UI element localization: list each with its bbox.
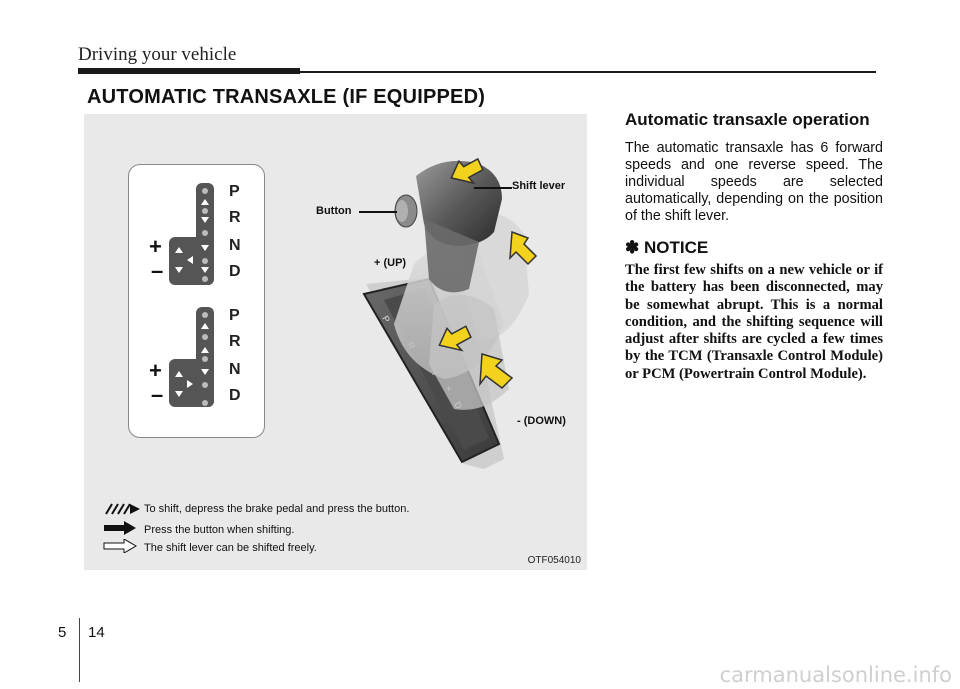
gear-label-n: N (229, 237, 241, 254)
gear-label-n: N (229, 361, 241, 378)
shift-pattern-panel: P R N D + – P R N D + – (128, 164, 265, 438)
shift-lever-illustration: P R N + D (362, 157, 538, 469)
header-title: Driving your vehicle (78, 44, 237, 65)
plus-sign: + (149, 358, 162, 383)
down-label: - (DOWN) (517, 415, 566, 427)
button-leader (359, 211, 397, 213)
watermark: carmanualsonline.info (719, 663, 952, 687)
shift-lever-label: Shift lever (512, 180, 566, 192)
outline-arrow-icon (103, 539, 137, 553)
minus-sign: – (151, 382, 164, 407)
page-number: 14 (88, 624, 105, 641)
header-rule (300, 71, 876, 73)
shift-figure: P R N D + – P R N D + – (84, 114, 587, 570)
up-label: + (UP) (374, 257, 407, 269)
hatched-arrow-icon (105, 503, 140, 515)
page-divider (79, 618, 80, 682)
gear-label-p: P (229, 183, 240, 200)
section-title: AUTOMATIC TRANSAXLE (IF EQUIPPED) (87, 86, 486, 108)
solid-arrow-icon (104, 521, 136, 535)
figure-code: OTF054010 (527, 555, 581, 566)
gear-label-p: P (229, 307, 240, 324)
header-bar (78, 68, 300, 74)
shift-lever-leader (474, 187, 512, 189)
operation-title: Automatic transaxle operation (625, 110, 870, 129)
minus-sign: – (151, 258, 164, 283)
legend-hatched-text: To shift, depress the brake pedal and pr… (144, 503, 410, 515)
notice-title: ✽ NOTICE (625, 238, 709, 257)
button-label: Button (316, 205, 352, 217)
plus-sign: + (149, 234, 162, 259)
gear-label-r: R (229, 333, 241, 350)
gate-arrows-icon (175, 188, 209, 406)
notice-body: The first few shifts on a new vehicle or… (625, 262, 883, 382)
gear-label-d: D (229, 263, 241, 280)
legend-outline-text: The shift lever can be shifted freely. (144, 542, 317, 554)
svg-text:P: P (380, 314, 392, 324)
operation-body: The automatic transaxle has 6 forward sp… (625, 140, 883, 224)
page-section: 5 (58, 624, 67, 641)
gear-label-d: D (229, 387, 241, 404)
legend-solid-text: Press the button when shifting. (144, 524, 295, 536)
gear-label-r: R (229, 209, 241, 226)
